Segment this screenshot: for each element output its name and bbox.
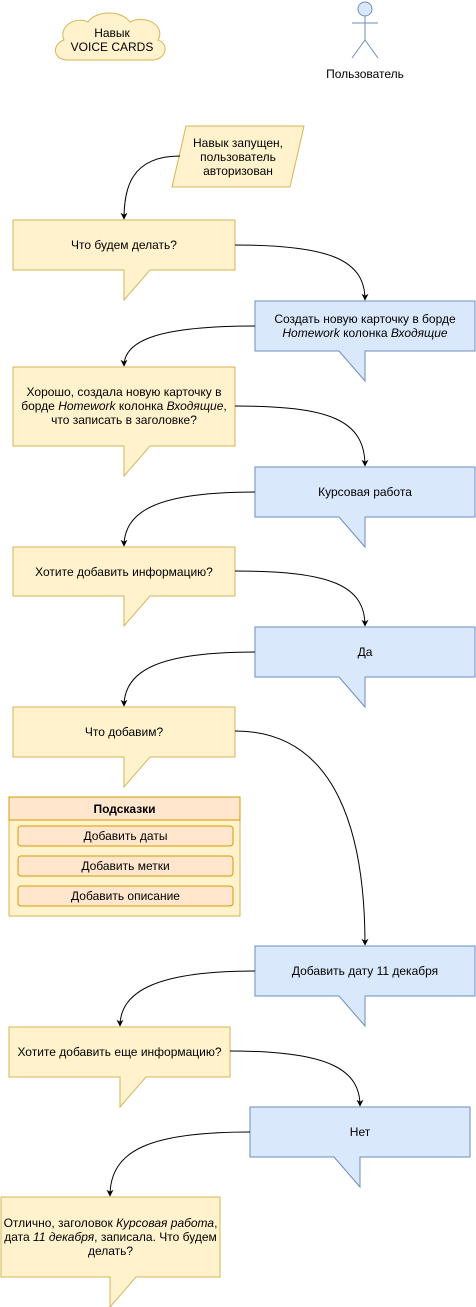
hints-title: Подсказки (93, 801, 156, 816)
bot4-text: Что добавим? (84, 725, 164, 739)
start-parallelogram (171, 125, 305, 188)
bot-callout-3 (12, 546, 236, 628)
bot3-text: Хотите добавить информацию? (35, 564, 213, 579)
hint-description-label[interactable]: Добавить описание (71, 889, 180, 903)
user1-mid: колонка (339, 326, 391, 340)
hint-item-dates (17, 825, 234, 847)
start-label: Навык запущен, пользователь авторизован (184, 132, 292, 182)
bot6-date: 11 декабря (33, 1230, 95, 1244)
user1-line1: Создать новую карточку в борде (274, 312, 456, 326)
skill-label: Навык VOICE CARDS (60, 24, 164, 56)
bot5-text: Хотите добавить еще информацию? (17, 1045, 222, 1059)
bot2-column: Входящие (166, 399, 224, 413)
user5-text: Нет (349, 1125, 371, 1139)
hint-dates-label[interactable]: Добавить даты (83, 829, 168, 843)
bot6-line1: Отлично, заголовок Курсовая работа, (4, 1216, 218, 1230)
edge-start-to-bot1 (120, 155, 181, 220)
start-line2: пользователь (200, 150, 276, 164)
user2-text: Курсовая работа (318, 485, 412, 499)
user-callout-1 (254, 300, 476, 383)
user1-board: Homework (282, 326, 340, 340)
bot2-comma: , (223, 399, 227, 413)
skill-label-line1: Навык (94, 26, 130, 40)
user-callout-3 (254, 626, 476, 709)
user-actor-icon (351, 1, 379, 59)
bot6-line3: делать? (87, 1244, 134, 1258)
edge-bot2-to-user2 (234, 405, 369, 467)
bot2-line3: что записать в заголовке? (51, 413, 197, 427)
bot-callout-5 (8, 1026, 231, 1109)
hint-item-description (17, 885, 234, 907)
user-callout-5 (249, 1106, 471, 1189)
actor-label: Пользователь (326, 67, 404, 81)
edge-bot5-to-user5 (229, 1050, 364, 1107)
user-callout-4 (254, 945, 476, 1028)
bot6-post2: , записала. Что будем (94, 1230, 217, 1244)
bot2-board: Homework (58, 399, 116, 413)
start-line1: Навык запущен, (193, 136, 283, 150)
user4-text: Добавить дату 11 декабря (291, 964, 439, 978)
user1-column: Входящие (390, 326, 448, 340)
user-callout-2 (254, 466, 476, 549)
bot6-post1: , (214, 1216, 218, 1230)
edge-bot3-to-user3 (234, 570, 369, 627)
bot2-line1: Хорошо, создала новую карточку в (26, 385, 222, 399)
bot-callout-6 (0, 1196, 221, 1307)
bot6-pre2: дата (4, 1230, 34, 1244)
edge-bot1-to-user1 (234, 244, 369, 301)
bot6-text: Отлично, заголовок Курсовая работа, дата… (1, 1206, 220, 1268)
start-line3: авторизован (203, 164, 273, 178)
skill-label-line2: VOICE CARDS (70, 40, 154, 54)
bot2-text: Хорошо, создала новую карточку в борде H… (13, 377, 235, 435)
bot2-line2: борде Homework колонка Входящие, (21, 399, 227, 413)
bot6-pre1: Отлично, заголовок (3, 1216, 117, 1230)
bot2-mid: колонка (115, 399, 167, 413)
edge-user2-to-bot3 (120, 491, 256, 547)
edge-user1-to-bot2 (120, 325, 256, 367)
hint-labels-label[interactable]: Добавить метки (81, 859, 170, 873)
bot6-title: Курсовая работа (116, 1216, 215, 1230)
bot-callout-1 (12, 219, 236, 302)
user1-text: Создать новую карточку в борде Homework … (255, 301, 475, 351)
user3-text: Да (357, 645, 373, 659)
bot-callout-4 (12, 706, 236, 789)
hints-header (8, 796, 241, 821)
edge-user5-to-bot6 (106, 1131, 251, 1197)
edge-bot4-to-user4 (234, 730, 369, 946)
skill-cloud (55, 12, 166, 61)
bot-callout-2 (12, 366, 236, 478)
bot2-pre: борде (21, 399, 59, 413)
user1-line2: Homework колонка Входящие (282, 326, 447, 340)
bot6-line2: дата 11 декабря, записала. Что будем (4, 1230, 217, 1244)
bot1-text: Что будем делать? (71, 238, 177, 252)
hint-item-labels (17, 855, 234, 877)
edge-user4-to-bot5 (116, 970, 256, 1027)
edge-user3-to-bot4 (120, 651, 256, 707)
